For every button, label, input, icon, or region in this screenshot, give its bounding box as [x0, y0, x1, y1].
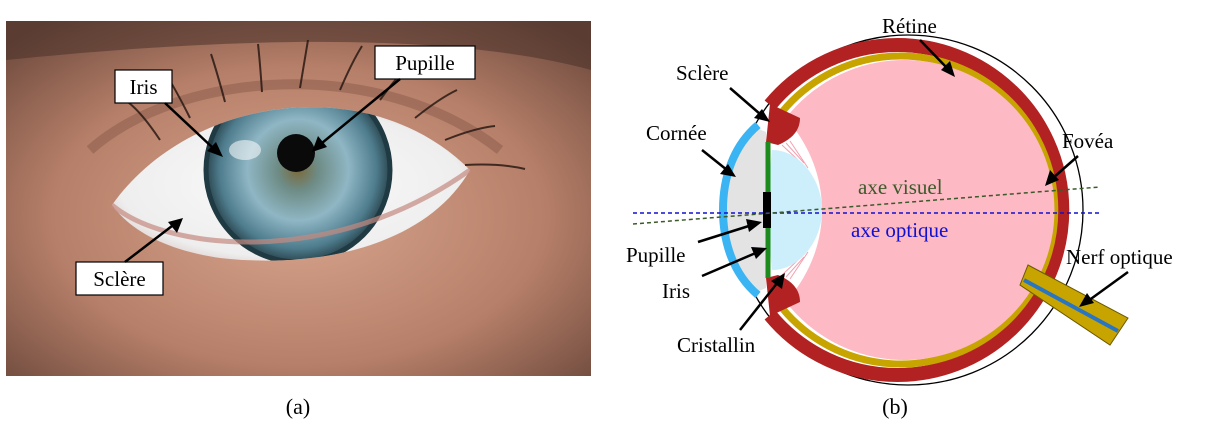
label-axe-optique-text: axe optique	[851, 218, 948, 242]
label-sclere-b-text: Sclère	[676, 61, 728, 85]
label-iris-b-text: Iris	[662, 279, 690, 303]
label-cristallin-text: Cristallin	[677, 333, 756, 357]
arrow-cornee	[702, 150, 727, 170]
caption-b: (b)	[882, 394, 908, 419]
arrow-sclere-b	[730, 88, 760, 114]
label-fovea-text: Fovéa	[1062, 129, 1114, 153]
label-pupille-b-text: Pupille	[626, 243, 686, 267]
label-nerf-optique-text: Nerf optique	[1066, 245, 1173, 269]
reflection-highlight	[229, 140, 261, 160]
eye-photograph	[6, 21, 591, 376]
pupil-photo	[277, 134, 315, 172]
label-retine-text: Rétine	[882, 14, 937, 38]
label-pupille-text: Pupille	[395, 51, 455, 75]
label-cornee-text: Cornée	[646, 121, 707, 145]
label-iris-text: Iris	[130, 75, 158, 99]
label-sclere-text: Sclère	[93, 267, 145, 291]
arrow-nerf-optique	[1088, 272, 1128, 301]
pupil-opening	[763, 192, 771, 228]
caption-a: (a)	[286, 394, 310, 419]
label-axe-visuel-text: axe visuel	[858, 175, 943, 199]
